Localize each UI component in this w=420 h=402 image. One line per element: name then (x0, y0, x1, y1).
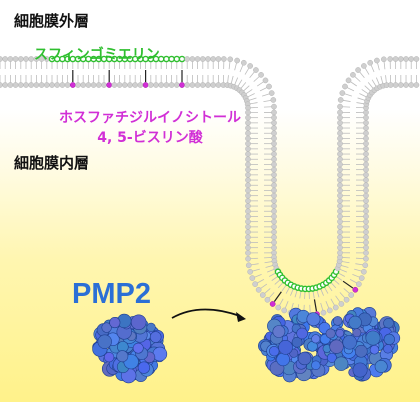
arrow-head-icon (236, 312, 246, 322)
outer-leaflet-label: 細胞膜外層 (14, 12, 90, 30)
pmp2-label: PMP2 (72, 278, 151, 310)
sphingomyelin-label: スフィンゴミエリン (34, 47, 160, 63)
pmp2-protein-free (92, 313, 168, 384)
inner-leaflet-label: 細胞膜内層 (14, 154, 90, 172)
pmp2-bound-right (322, 307, 401, 382)
pip2-label-line1: ホスファチジルイノシトール (59, 110, 241, 126)
pip2-label: ホスファチジルイノシトール 4, 5-ビスリン酸 (30, 108, 270, 148)
pip2-lipid (342, 280, 354, 289)
pmp2-bound-left (258, 307, 338, 383)
pmp2-protein-bound (258, 307, 401, 383)
pip2-lipid (273, 291, 282, 302)
pip2-lipid (313, 299, 318, 312)
binding-arrow (171, 308, 241, 319)
pmp2-free (92, 313, 168, 384)
lipid-bilayer (0, 55, 420, 318)
pip2-label-line2: 4, 5-ビスリン酸 (97, 130, 203, 146)
